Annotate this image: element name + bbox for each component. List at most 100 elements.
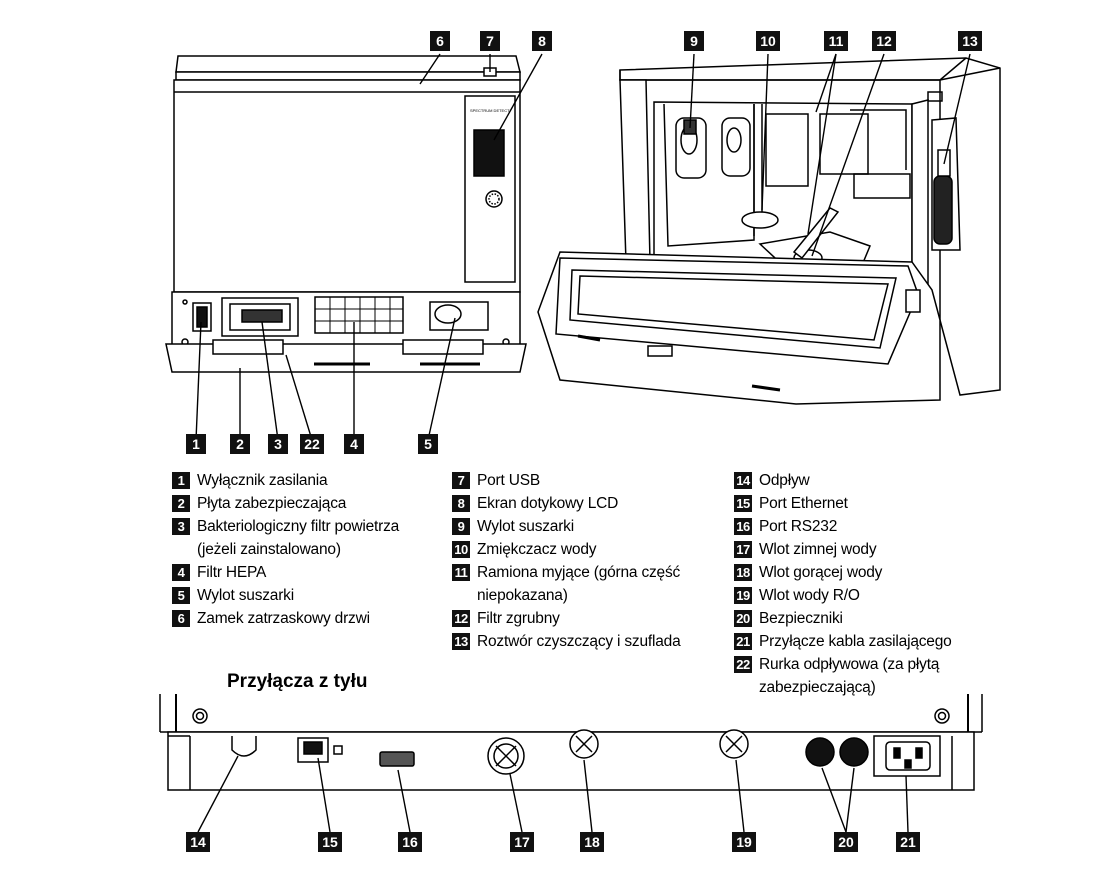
legend-label: Wylot suszarki (197, 587, 294, 604)
legend-number: 9 (452, 518, 470, 535)
front-leader-lines (195, 53, 543, 441)
legend-number: 16 (734, 518, 752, 535)
legend-label: Roztwór czyszczący i szuflada (477, 633, 681, 650)
callout-1: 1 (186, 434, 206, 454)
legend-label: Płyta zabezpieczająca (197, 495, 347, 512)
legend-label: Ekran dotykowy LCD (477, 495, 619, 512)
legend-number: 7 (452, 472, 470, 489)
callout-8: 8 (532, 31, 552, 51)
legend-label: Ramiona myjące (górna część niepokazana) (477, 564, 681, 604)
svg-text:9: 9 (690, 33, 698, 49)
legend-label: Bezpieczniki (759, 610, 843, 627)
callout-16: 16 (398, 832, 422, 852)
svg-text:2: 2 (236, 436, 244, 452)
legend-label: Wlot wody R/O (759, 587, 860, 604)
interior-callouts: 9 10 11 12 13 (684, 31, 982, 51)
callout-4: 4 (344, 434, 364, 454)
front-top-callouts: 6 7 8 (430, 31, 552, 51)
rear-leader-lines (197, 755, 909, 833)
legend-number: 11 (452, 564, 470, 581)
callout-2: 2 (230, 434, 250, 454)
legend-item: 20 Bezpieczniki (734, 607, 996, 630)
legend-item: 7 Port USB (452, 469, 714, 492)
callout-7: 7 (480, 31, 500, 51)
legend-number: 21 (734, 633, 752, 650)
callout-5: 5 (418, 434, 438, 454)
legend-number: 20 (734, 610, 752, 627)
legend-label: Odpływ (759, 472, 810, 489)
legend-number: 5 (172, 587, 190, 604)
legend-col-2: 7 Port USB 8 Ekran dotykowy LCD 9 Wylot sus… (452, 469, 714, 653)
svg-text:5: 5 (424, 436, 432, 452)
legend-item: 17 Wlot zimnej wody (734, 538, 996, 561)
callout-18: 18 (580, 832, 604, 852)
callout-21: 21 (896, 832, 920, 852)
legend-label: Port Ethernet (759, 495, 848, 512)
svg-text:3: 3 (274, 436, 282, 452)
legend-number: 18 (734, 564, 752, 581)
legend-item: 18 Wlot gorącej wody (734, 561, 996, 584)
callout-3: 3 (268, 434, 288, 454)
front-view-unit: SPECTRUM DETECT (165, 55, 527, 373)
callout-6: 6 (430, 31, 450, 51)
legend-label: Port USB (477, 472, 541, 489)
legend-label: Wlot zimnej wody (759, 541, 877, 558)
legend-number: 14 (734, 472, 752, 489)
legend-label: Rurka odpływowa (za płytą zabezpieczając… (759, 656, 940, 696)
legend-number: 2 (172, 495, 190, 512)
callout-15: 15 (318, 832, 342, 852)
svg-text:19: 19 (736, 834, 752, 850)
legend-number: 17 (734, 541, 752, 558)
legend-number: 3 (172, 518, 190, 535)
legend-item: 13 Roztwór czyszczący i szuflada (452, 630, 714, 653)
legend-label: Port RS232 (759, 518, 838, 535)
legend-label: Wlot gorącej wody (759, 564, 883, 581)
svg-text:11: 11 (829, 33, 844, 49)
rear-section-title: Przyłącza z tyłu (227, 671, 368, 692)
legend-number: 15 (734, 495, 752, 512)
svg-text:22: 22 (304, 436, 320, 452)
svg-text:17: 17 (514, 834, 530, 850)
svg-text:8: 8 (538, 33, 546, 49)
legend-label: Wylot suszarki (477, 518, 574, 535)
legend-item: 22 Rurka odpływowa (za płytą zabezpieczaj… (734, 653, 996, 699)
rear-panel (159, 694, 983, 791)
rear-callouts: 14 15 16 17 18 19 20 21 (186, 832, 920, 852)
svg-text:1: 1 (192, 436, 200, 452)
legend-number: 22 (734, 656, 752, 673)
callout-11: 11 (824, 31, 848, 51)
legend-number: 1 (172, 472, 190, 489)
svg-text:21: 21 (900, 834, 916, 850)
legend-number: 13 (452, 633, 470, 650)
legend-item: 11 Ramiona myjące (górna część niepokazan… (452, 561, 714, 607)
legend-item: 21 Przyłącze kabla zasilającego (734, 630, 996, 653)
legend-item: 2 Płyta zabezpieczająca (172, 492, 434, 515)
legend-item: 15 Port Ethernet (734, 492, 996, 515)
callout-17: 17 (510, 832, 534, 852)
legend-item: 3 Bakteriologiczny filtr powietrza (jeżel… (172, 515, 434, 561)
open-door-unit (537, 57, 1001, 405)
svg-text:SPECTRUM DETECT: SPECTRUM DETECT (470, 108, 510, 113)
callout-14: 14 (186, 832, 210, 852)
svg-text:16: 16 (402, 834, 418, 850)
svg-text:15: 15 (322, 834, 338, 850)
legend-item: 14 Odpływ (734, 469, 996, 492)
legend-number: 6 (172, 610, 190, 627)
legend-item: 8 Ekran dotykowy LCD (452, 492, 714, 515)
legend-label: Zamek zatrzaskowy drzwi (197, 610, 370, 627)
legend-number: 12 (452, 610, 470, 627)
legend-number: 8 (452, 495, 470, 512)
interior-leader-lines (689, 53, 971, 257)
legend-number: 10 (452, 541, 470, 558)
legend-label: Przyłącze kabla zasilającego (759, 633, 952, 650)
svg-text:14: 14 (190, 834, 206, 850)
callout-9: 9 (684, 31, 704, 51)
callout-12: 12 (872, 31, 896, 51)
callout-22: 22 (300, 434, 324, 454)
legend-label: Bakteriologiczny filtr powietrza (jeżeli… (197, 518, 400, 558)
